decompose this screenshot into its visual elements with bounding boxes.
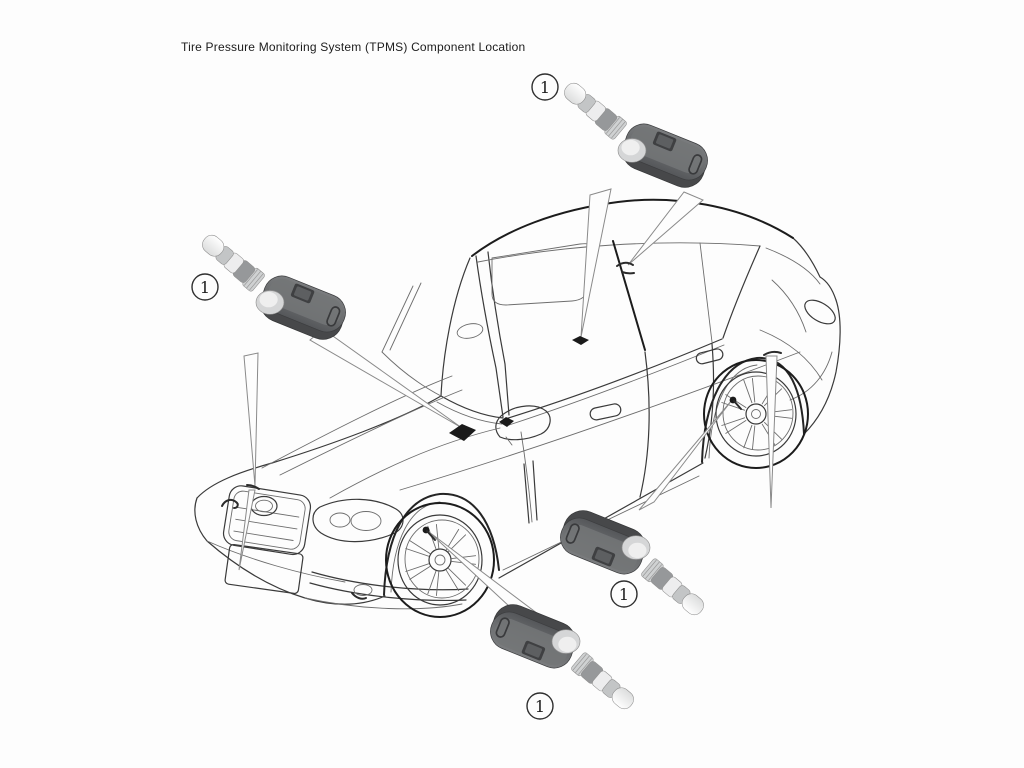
callout-left: 1 (191, 273, 219, 301)
front-wheel (383, 492, 500, 618)
quarter-divider (699, 242, 713, 343)
rear-bumper-crease (789, 351, 833, 401)
hood-rear-edge (436, 401, 503, 425)
car-roofline (471, 198, 794, 257)
front-end-tick (246, 484, 260, 490)
car-illustration (194, 198, 841, 618)
tpms-sensor-left (196, 229, 352, 347)
callout-top-label: 1 (540, 78, 550, 97)
rear-quarter-swoosh (759, 329, 823, 381)
beltline (504, 338, 723, 420)
headlight-projector (350, 511, 382, 531)
side-mirror (495, 405, 551, 441)
rear-wheel-arch (701, 356, 805, 463)
fender-top-line (329, 427, 501, 499)
grille-badge-inner (255, 499, 273, 513)
rear-fender-tick (763, 350, 782, 356)
front-lip (304, 597, 463, 610)
car-windshield-far-edge (440, 257, 471, 397)
c-pillar (722, 245, 761, 339)
callout-rear: 1 (610, 580, 638, 608)
license-plate-recess (224, 543, 304, 595)
cowl-line (440, 395, 504, 419)
a-pillar-far (381, 285, 414, 353)
car-front-lower (194, 497, 386, 605)
leader-top-sensor-to-roof (627, 191, 704, 266)
leader-front-grille-extension (238, 489, 256, 571)
grille-badge (250, 495, 278, 517)
b-pillar-marker (572, 336, 589, 345)
grille-corner-hook (221, 498, 239, 509)
far-mirror (456, 323, 484, 339)
callout-front-label: 1 (535, 697, 545, 716)
taillight (804, 299, 836, 325)
diagram-title: Tire Pressure Monitoring System (TPMS) C… (181, 40, 526, 54)
headlight-projector-2 (329, 512, 351, 528)
front-door-front-cut (520, 431, 533, 523)
rear-wheel-valve-marker (729, 396, 742, 410)
leader-fender-vertical (765, 355, 778, 509)
front-wheel-valve-marker (422, 526, 436, 541)
grille (222, 485, 312, 556)
c-pillar-base-curve (771, 279, 807, 333)
tow-hook-mark (351, 592, 367, 600)
rear-glass-inner (765, 247, 821, 285)
car-tail-trunk (792, 237, 837, 301)
a-pillar-near (475, 255, 504, 418)
front-door-rear-cut (639, 351, 650, 498)
door-vent (523, 460, 538, 524)
car-hood-left-edge (196, 395, 442, 499)
tpms-sensor-front (484, 597, 640, 715)
rear-wheel (701, 356, 809, 469)
rear-door-rear-cut (704, 343, 715, 459)
cowl-marker (449, 424, 476, 441)
leader-rear-sensor-to-rear-wheel (638, 399, 733, 511)
a-pillar-far-2 (389, 282, 422, 351)
roof-drip-rail (477, 242, 761, 263)
windshield-base-far (381, 351, 442, 397)
bumper-top-edge (206, 540, 346, 583)
hood-crease-2 (279, 389, 463, 476)
b-pillar (612, 240, 646, 351)
bumper-intake-bottom (309, 582, 467, 602)
front-wheel-arch (383, 492, 500, 596)
callout-rear-label: 1 (619, 585, 629, 604)
bumper-intake-top (311, 571, 469, 591)
mirror-stalk (505, 436, 513, 446)
hood-crease-1 (261, 375, 453, 469)
headlight (312, 498, 404, 543)
front-door-handle (589, 403, 622, 421)
shoulder-crease (399, 351, 801, 491)
rear-door-handle (695, 348, 724, 365)
beltline-2 (508, 344, 725, 426)
a-pillar-near-2 (487, 251, 510, 416)
rear-wheel-spokes (721, 377, 793, 451)
callout-front: 1 (526, 692, 554, 720)
car-rear-bumper (803, 299, 841, 435)
leader-top-sensor-to-bpillar (580, 188, 612, 338)
callout-left-label: 1 (200, 278, 210, 297)
tpms-sensor-top (558, 77, 714, 195)
location-markers (246, 261, 782, 541)
sunroof (491, 243, 599, 306)
mirror-base-marker (499, 417, 514, 427)
callout-top: 1 (531, 73, 559, 101)
leader-left-sensor-to-front (243, 352, 259, 487)
roof-rear-tick (616, 261, 635, 275)
fog-light (353, 584, 373, 596)
